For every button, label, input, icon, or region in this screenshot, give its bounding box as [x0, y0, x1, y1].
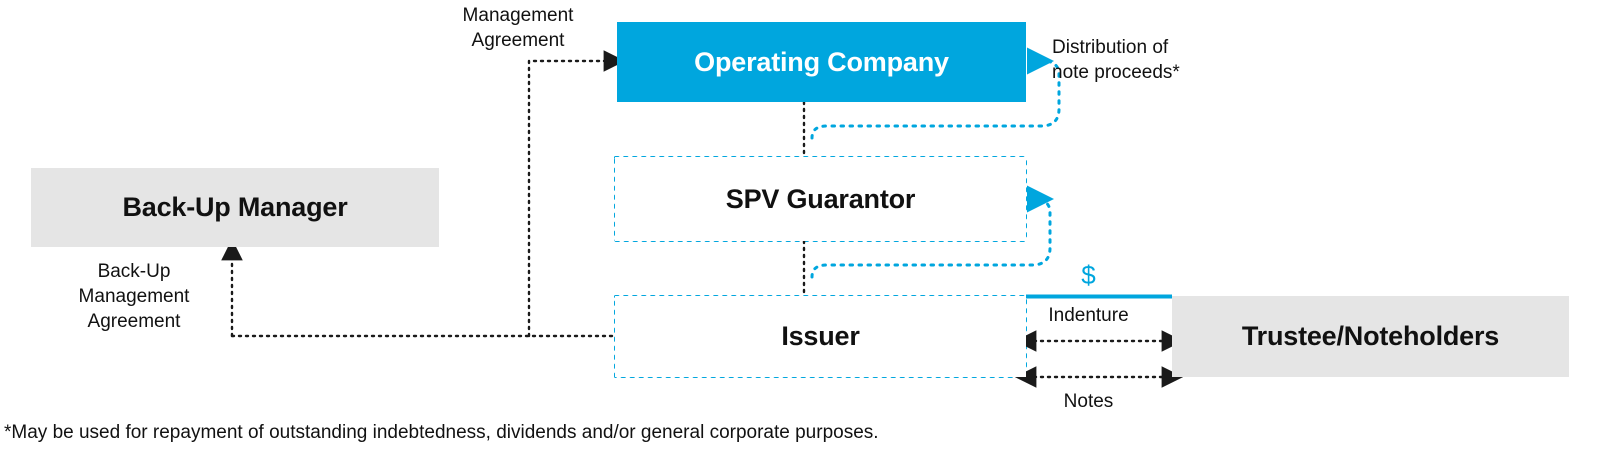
footnote-text: *May be used for repayment of outstandin… — [4, 422, 879, 443]
node-spv-guarantor[interactable]: SPV Guarantor — [615, 157, 1026, 241]
node-operating-company[interactable]: Operating Company — [617, 22, 1026, 102]
edge-label-management-agreement: Management Agreement — [462, 5, 574, 51]
node-trustee-noteholders-label: Trustee/Noteholders — [1241, 321, 1500, 351]
node-operating-company-label: Operating Company — [694, 46, 949, 77]
edge-management-agreement — [527, 50, 626, 338]
node-backup-manager[interactable]: Back-Up Manager — [31, 168, 439, 247]
node-spv-guarantor-label: SPV Guarantor — [725, 183, 916, 214]
node-backup-manager-label: Back-Up Manager — [122, 192, 348, 222]
dollar-sign-label: $ — [1081, 260, 1096, 290]
edge-label-notes: Notes — [1063, 391, 1114, 412]
node-issuer-label: Issuer — [781, 321, 860, 351]
node-trustee-noteholders[interactable]: Trustee/Noteholders — [1172, 296, 1569, 377]
edge-label-indenture: Indenture — [1048, 305, 1129, 326]
edge-label-backup-management-agreement: Back-Up Management Agreement — [78, 261, 190, 332]
node-issuer[interactable]: Issuer — [615, 296, 1026, 377]
edge-label-distribution-of-note-proceeds: Distribution of note proceeds* — [1052, 37, 1180, 83]
